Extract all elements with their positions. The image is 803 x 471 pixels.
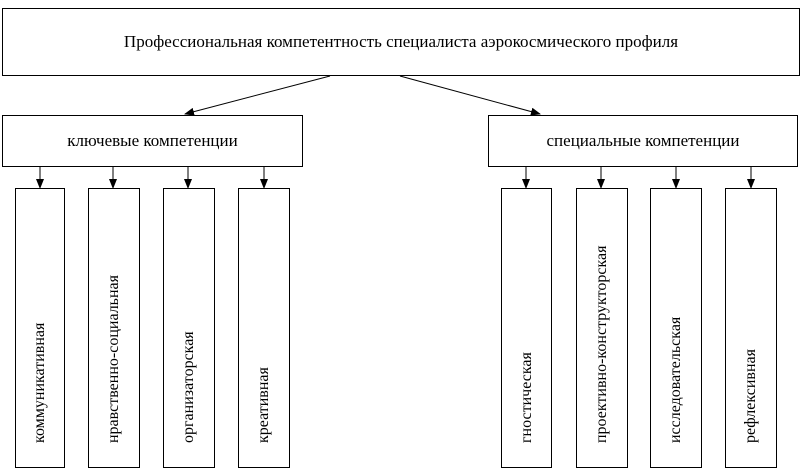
- item-box-key-4: креативная: [238, 188, 290, 468]
- item-box-special-2: проективно-конструкторская: [576, 188, 628, 468]
- item-label: коммуникативная: [31, 322, 48, 443]
- root-box: Профессиональная компетентность специали…: [2, 8, 800, 76]
- item-label: организаторская: [180, 331, 197, 443]
- item-box-key-1: коммуникативная: [15, 188, 65, 468]
- item-box-key-2: нравственно-социальная: [88, 188, 140, 468]
- item-box-special-1: гностическая: [501, 188, 552, 468]
- arrow-root-to-special: [399, 75, 541, 116]
- group-box-key: ключевые компетенции: [2, 115, 303, 167]
- item-label: исследовательская: [667, 316, 684, 443]
- group-label-key: ключевые компетенции: [67, 131, 238, 150]
- group-box-special: специальные компетенции: [488, 115, 798, 167]
- item-label: проективно-конструкторская: [593, 245, 610, 443]
- item-label: рефлексивная: [742, 349, 759, 443]
- item-label: нравственно-социальная: [105, 274, 122, 443]
- arrow-root-to-key: [184, 75, 331, 116]
- item-box-special-3: исследовательская: [650, 188, 702, 468]
- item-box-special-4: рефлексивная: [725, 188, 777, 468]
- group-label-special: специальные компетенции: [546, 131, 740, 150]
- item-label: гностическая: [517, 352, 535, 443]
- item-box-key-3: организаторская: [163, 188, 215, 468]
- root-label: Профессиональная компетентность специали…: [123, 32, 679, 51]
- item-label: креативная: [255, 367, 272, 443]
